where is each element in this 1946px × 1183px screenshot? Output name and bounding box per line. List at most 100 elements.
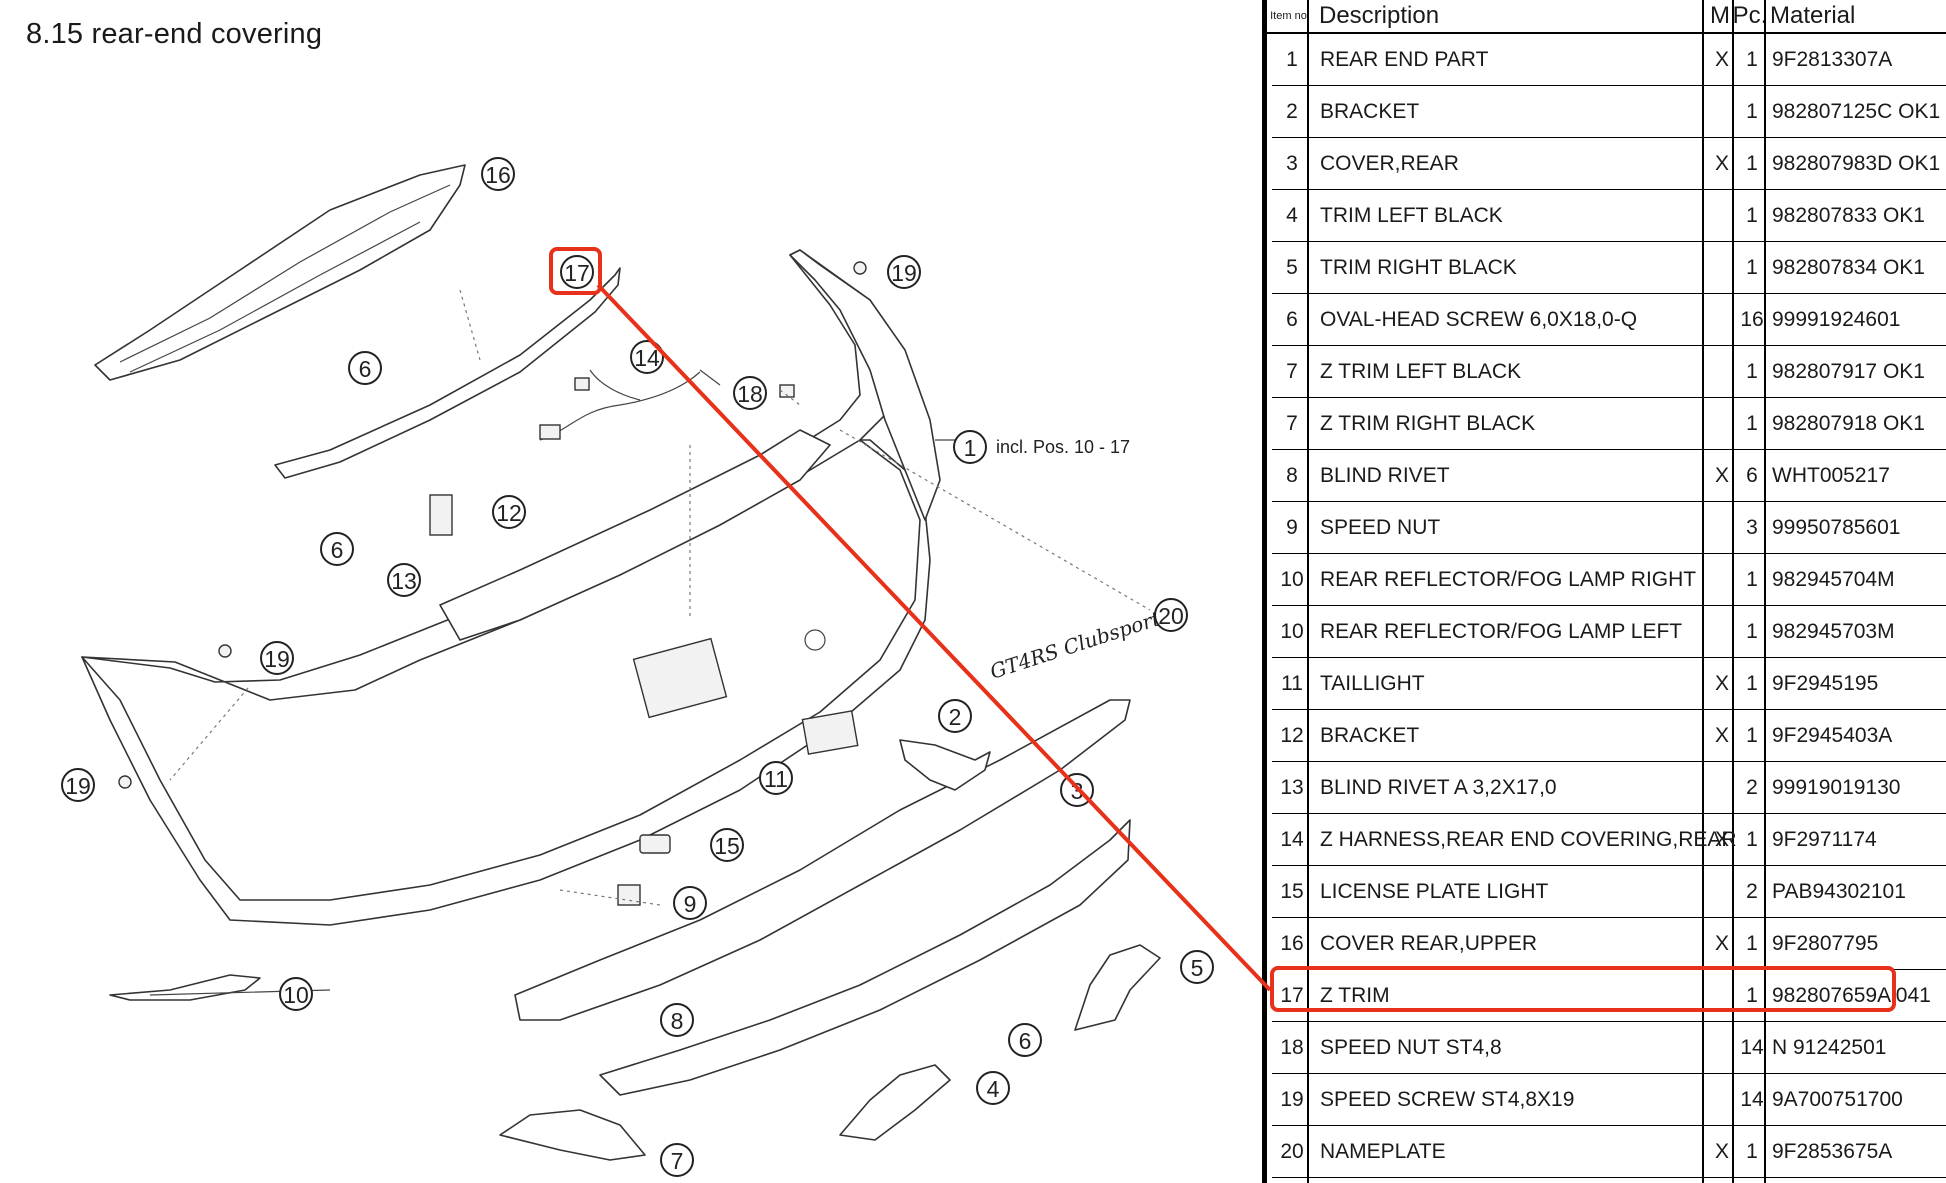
callout-3: 3 (1060, 773, 1094, 807)
callout-number: 7 (671, 1148, 684, 1174)
description-cell: BRACKET (1320, 724, 1420, 747)
material-cell: 9F2853675A (1772, 1140, 1893, 1163)
callout-number: 13 (391, 568, 417, 594)
pc-cell: 1 (1746, 724, 1758, 747)
pc-cell: 1 (1746, 412, 1758, 435)
row-17-highlight (1270, 966, 1896, 1012)
material-cell: 982807833 OK1 (1772, 204, 1925, 227)
material-cell: WHT005217 (1772, 464, 1890, 487)
m-cell (1707, 866, 1737, 918)
callout-number: 16 (485, 162, 511, 188)
part-z-trim (274, 267, 621, 479)
callout-18: 18 (733, 376, 767, 410)
pc-cell: 6 (1746, 464, 1758, 487)
callout-20: 20 (1154, 598, 1188, 632)
callout-6: 6 (348, 351, 382, 385)
material-cell: 982945704M (1772, 568, 1895, 591)
pc-cell: 1 (1746, 204, 1758, 227)
material-cell: 99950785601 (1772, 516, 1901, 539)
m-cell (1707, 502, 1737, 554)
item-cell: 15 (1280, 880, 1304, 903)
pc-cell: 1 (1746, 984, 1758, 1007)
item-cell: 17 (1280, 984, 1304, 1007)
callout-number: 15 (714, 833, 740, 859)
pc-cell: 1 (1746, 360, 1758, 383)
pc-cell: 1 (1746, 620, 1758, 643)
material-cell: 9F2945195 (1772, 672, 1879, 695)
description-cell: Z HARNESS,REAR END COVERING,REAR (1320, 828, 1737, 851)
callout-number: 4 (987, 1076, 1000, 1102)
pc-cell: 16 (1740, 308, 1764, 331)
description-cell: BLIND RIVET (1320, 464, 1450, 487)
material-cell: 9F2971174 (1772, 828, 1877, 851)
item-cell: 10 (1280, 620, 1304, 643)
callout-19: 19 (61, 768, 95, 802)
m-cell (1707, 86, 1737, 138)
item-cell: 12 (1280, 724, 1304, 747)
callout-number: 1 (964, 435, 977, 461)
description-cell: TAILLIGHT (1320, 672, 1425, 695)
m-cell (1707, 294, 1737, 346)
nameplate-text: GT4RS Clubsport (987, 606, 1164, 684)
item-cell: 11 (1281, 672, 1303, 695)
m-cell: X (1714, 724, 1729, 747)
callout-10: 10 (279, 977, 313, 1011)
description-cell: LICENSE PLATE LIGHT (1320, 880, 1549, 903)
m-cell (1707, 242, 1737, 294)
callout-number: 17 (564, 260, 590, 286)
pc-cell: 1 (1746, 568, 1758, 591)
description-cell: OVAL-HEAD SCREW 6,0X18,0-Q (1320, 308, 1638, 331)
callout-number: 5 (1191, 955, 1204, 981)
callout-number: 14 (634, 345, 660, 371)
callout-6: 6 (1008, 1023, 1042, 1057)
item-cell: 5 (1286, 256, 1298, 279)
callout-number: 10 (283, 982, 309, 1008)
callout-number: 2 (949, 704, 962, 730)
description-cell: SPEED SCREW ST4,8X19 (1320, 1088, 1575, 1111)
pc-cell: 1 (1746, 100, 1758, 123)
material-cell: 982807834 OK1 (1772, 256, 1925, 279)
material-cell: 982807983D OK1 (1772, 152, 1941, 175)
m-cell (1707, 398, 1737, 450)
callout-number: 19 (65, 773, 91, 799)
item-cell: 1 (1286, 48, 1298, 71)
callout-19: 19 (260, 641, 294, 675)
material-cell: 982807917 OK1 (1772, 360, 1925, 383)
m-cell (1707, 1074, 1737, 1126)
callout-number: 8 (671, 1008, 684, 1034)
callout-7: 7 (660, 1143, 694, 1177)
item-cell: 7 (1286, 360, 1298, 383)
callout-number: 6 (359, 356, 372, 382)
pc-cell: 14 (1740, 1088, 1764, 1111)
item-cell: 3 (1286, 152, 1298, 175)
pc-cell: 1 (1746, 672, 1758, 695)
m-cell (1707, 762, 1737, 814)
material-cell: PAB94302101 (1772, 880, 1906, 903)
description-cell: REAR REFLECTOR/FOG LAMP RIGHT (1320, 568, 1697, 591)
material-cell: 99919019130 (1772, 776, 1901, 799)
part-upper-cover (94, 164, 466, 381)
material-cell: 9F2807795 (1772, 932, 1879, 955)
callout-1: 1 (953, 430, 987, 464)
callout-number: 19 (264, 646, 290, 672)
m-cell: X (1714, 828, 1729, 851)
callout-15: 15 (710, 828, 744, 862)
material-cell: 982945703M (1772, 620, 1895, 643)
callout-number: 3 (1071, 778, 1084, 804)
callout-number: 11 (764, 766, 788, 792)
callout-8: 8 (660, 1003, 694, 1037)
part-z-trim-left (499, 1109, 646, 1161)
callout-11: 11 (759, 761, 793, 795)
